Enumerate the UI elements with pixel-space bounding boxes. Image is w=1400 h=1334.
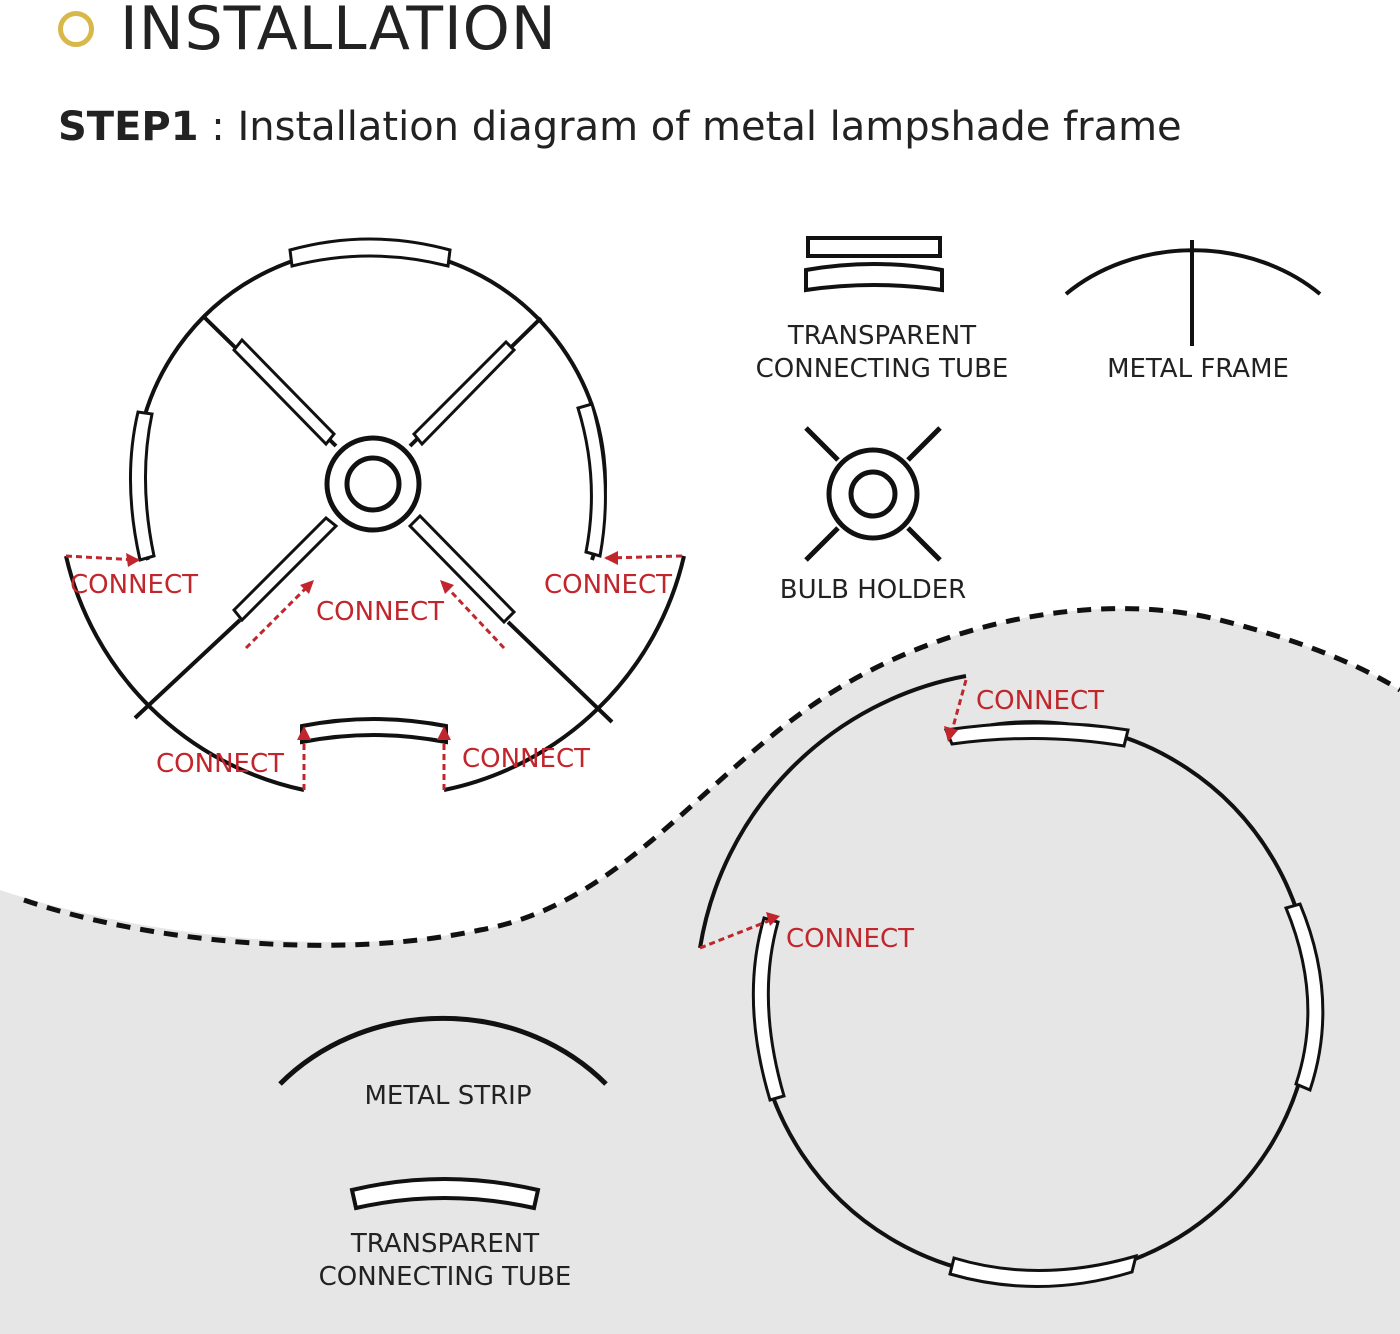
legend-tube-line2: CONNECTING TUBE bbox=[755, 354, 1009, 384]
ring-main bbox=[753, 720, 1314, 1281]
hub-outer bbox=[324, 435, 422, 533]
spoke-lower-left bbox=[133, 618, 242, 720]
connect-label-bottom-left: CONNECT bbox=[156, 749, 284, 779]
page-title: INSTALLATION bbox=[120, 0, 557, 64]
lower-legend-strip-label: METAL STRIP bbox=[364, 1081, 532, 1111]
spoke-lower-right bbox=[506, 620, 614, 724]
step-text: Installation diagram of metal lampshade … bbox=[237, 104, 1182, 150]
connect-label-right: CONNECT bbox=[544, 570, 672, 600]
legend-tube-label: TRANSPARENT CONNECTING TUBE bbox=[742, 320, 1022, 386]
tube-bottom-middle bbox=[300, 717, 448, 745]
arc-tubes bbox=[128, 237, 607, 562]
frame-top-view bbox=[64, 237, 686, 792]
legend-tube-icon bbox=[804, 236, 944, 293]
outer-arc-lower-left bbox=[64, 555, 305, 792]
connect-label-left: CONNECT bbox=[70, 570, 198, 600]
title-ring-icon bbox=[58, 11, 94, 47]
step-separator: : bbox=[198, 104, 238, 150]
spoke-tubes bbox=[231, 337, 517, 625]
legend-bulb-icon bbox=[804, 426, 942, 562]
ring-tubes bbox=[751, 721, 1325, 1288]
lower-legend-tube-line1: TRANSPARENT bbox=[350, 1229, 540, 1259]
step-heading: STEP1 : Installation diagram of metal la… bbox=[58, 104, 1182, 150]
connect-label-bottom-right: CONNECT bbox=[462, 744, 590, 774]
hub-inner bbox=[344, 455, 402, 513]
legend-frame-label: METAL FRAME bbox=[1107, 354, 1289, 384]
connect-label-ring-left: CONNECT bbox=[786, 924, 914, 954]
outer-arc-upper bbox=[133, 246, 607, 561]
step-label: STEP1 bbox=[58, 104, 199, 150]
header: INSTALLATION bbox=[58, 0, 557, 64]
connect-label-center: CONNECT bbox=[316, 597, 444, 627]
ring-open-arc bbox=[698, 674, 967, 949]
connect-arrowheads-left bbox=[126, 551, 618, 740]
lower-legend-tube-icon bbox=[349, 1177, 541, 1211]
lower-legend-tube-line2: CONNECTING TUBE bbox=[318, 1262, 572, 1292]
legend-frame-icon bbox=[1064, 240, 1322, 346]
lower-legend-tube-label: TRANSPARENT CONNECTING TUBE bbox=[300, 1228, 590, 1294]
dashed-divider bbox=[23, 606, 1400, 948]
connect-arrowheads-right bbox=[766, 726, 958, 926]
connect-label-ring-top: CONNECT bbox=[976, 686, 1104, 716]
ring-diagram bbox=[698, 674, 1325, 1288]
connect-arrows-left bbox=[65, 554, 683, 790]
legend-bulb-label: BULB HOLDER bbox=[779, 575, 967, 605]
lower-background bbox=[0, 608, 1400, 1334]
connect-arrows-right bbox=[699, 679, 968, 950]
legend-tube-line1: TRANSPARENT bbox=[787, 321, 977, 351]
lower-legend-strip-icon bbox=[278, 1015, 608, 1086]
